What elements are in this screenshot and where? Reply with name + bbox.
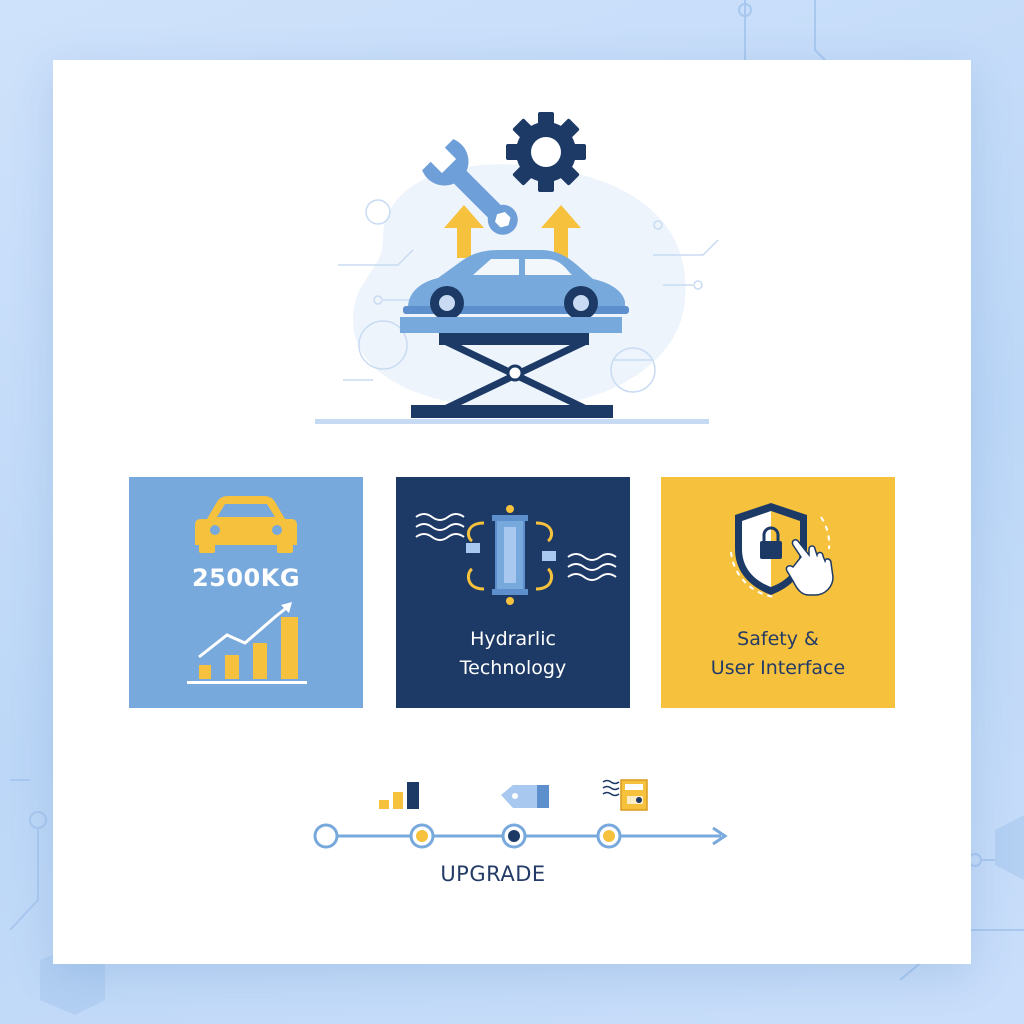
timeline-node — [596, 823, 622, 849]
gear-icon — [506, 112, 586, 192]
capacity-tile: 2500KG — [129, 477, 363, 708]
timeline-node — [313, 823, 339, 849]
timeline-node — [409, 823, 435, 849]
upgrade-timeline — [313, 779, 728, 849]
hydraulic-cylinder-icon — [466, 505, 556, 605]
lift-platform — [400, 317, 622, 333]
bar-chart-icon — [379, 782, 419, 809]
scissor-lift — [411, 333, 613, 418]
hero-illustration — [315, 112, 719, 424]
safety-label: Safety & User Interface — [661, 625, 895, 683]
car-icon — [195, 496, 297, 553]
infographic-card: 2500KG — [53, 60, 971, 964]
ground-line — [315, 419, 709, 424]
hydraulic-label-line1: Hydrarlic — [470, 628, 556, 650]
tag-icon — [501, 785, 549, 808]
lift-arrow-icon — [444, 205, 581, 258]
growth-chart-icon — [187, 602, 307, 684]
timeline-arrowhead — [712, 826, 728, 846]
control-panel-icon — [602, 779, 648, 811]
hand-pointer-icon — [785, 539, 834, 596]
wrench-icon — [422, 139, 518, 235]
wave-icon — [415, 513, 617, 581]
upgrade-label: UPGRADE — [440, 862, 546, 886]
safety-tile: Safety & User Interface — [661, 477, 895, 708]
capacity-label: 2500KG — [191, 564, 301, 592]
faint-circuit-lines — [338, 199, 719, 393]
safety-label-line1: Safety & — [737, 628, 819, 650]
timeline-node — [501, 823, 527, 849]
hydraulic-label-line2: Technology — [459, 657, 567, 679]
hydraulic-label: Hydrarlic Technology — [396, 625, 630, 683]
safety-label-line2: User Interface — [710, 657, 846, 679]
hydraulic-tile: Hydrarlic Technology — [396, 477, 630, 708]
car-icon — [403, 250, 629, 320]
